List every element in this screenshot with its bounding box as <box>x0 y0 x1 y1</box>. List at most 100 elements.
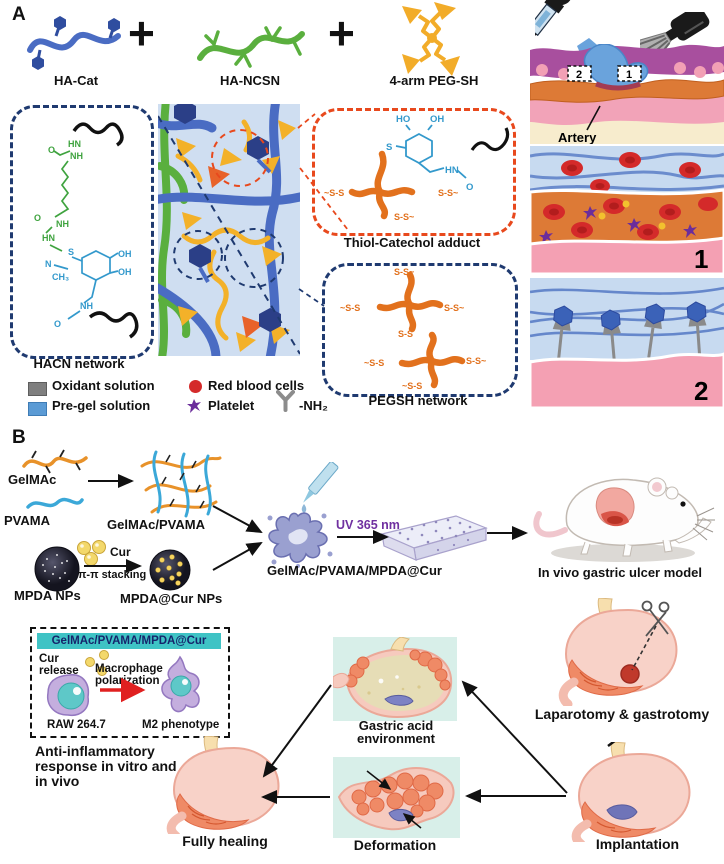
svg-text:OH: OH <box>118 249 132 259</box>
svg-text:NH: NH <box>56 219 69 229</box>
splat-droplets <box>267 513 333 568</box>
gastric-caption-2: environment <box>356 731 435 746</box>
cur-release-line1: Cur <box>39 653 59 665</box>
hacn-atoms: O HN NH O NH HN S N CH₃ OH OH NH O <box>34 139 132 329</box>
loaded-cur-dots <box>155 554 183 586</box>
peg-sh-label: 4-arm PEG-SH <box>389 73 479 88</box>
ha-cat-molecule <box>27 16 121 70</box>
svg-text:S: S <box>68 247 74 257</box>
hydrogel-splat <box>267 512 333 568</box>
scissors-icon <box>641 600 670 637</box>
tissue-zone-2: 2 <box>530 278 724 408</box>
pvama-label: PVAMA <box>4 513 50 528</box>
plus-sign-1: + <box>128 7 155 59</box>
svg-text:S-S~: S-S~ <box>394 212 414 222</box>
platelet-group <box>539 206 697 244</box>
thiol-catechol-structure: HO OH S HN O ~S-S S-S~ S-S~ <box>324 114 510 222</box>
hacn-blue-bonds <box>53 250 119 320</box>
cur-label: Cur <box>110 545 131 559</box>
slab-particles <box>398 518 472 552</box>
tissue-pink-layer-2 <box>530 352 724 408</box>
thiol-catechol-label: Thiol-Catechol adduct <box>343 235 481 250</box>
cur-release-line2: release <box>39 665 79 677</box>
panel-b-tag: B <box>12 427 26 448</box>
pegsh-ss-labels: S-S~ ~S-S S-S~ S-S ~S-S S-S~ ~S-S <box>340 267 486 391</box>
hydrogel-network-image <box>158 104 300 356</box>
svg-text:HN: HN <box>42 233 55 243</box>
hacn-network-box <box>10 105 154 359</box>
incision-line <box>631 625 657 671</box>
ha-cat-label: HA-Cat <box>53 73 99 88</box>
svg-text:S-S~: S-S~ <box>444 303 464 313</box>
peg-star-arms <box>348 150 416 220</box>
mucosa-band <box>568 659 644 696</box>
ulcer <box>620 664 640 684</box>
gelmac-pvama-label: GelMAc/PVAMA <box>107 517 205 532</box>
mouse-stomach <box>595 487 635 527</box>
duodenum <box>558 677 579 706</box>
mpda-cur-nanoparticle <box>149 549 191 591</box>
svg-text:~S-S: ~S-S <box>364 358 384 368</box>
nh2-icon <box>276 390 295 412</box>
pegsh-star-2 <box>398 331 466 389</box>
thiol-atoms: HO OH S HN O <box>386 114 473 193</box>
svg-text:HN: HN <box>445 165 459 176</box>
anchor-pins <box>552 301 707 364</box>
legend-platelet: Platelet <box>208 398 255 413</box>
svg-text:~S-S: ~S-S <box>340 303 360 313</box>
hydrogel-label: GelMAc/PVAMA/MPDA@Cur <box>267 563 442 578</box>
rbc-group-orange <box>543 197 718 240</box>
pvama-polymer <box>26 497 84 509</box>
gelmac-pvama-network <box>140 450 222 518</box>
pegsh-star-1 <box>376 271 444 333</box>
macrophage-line2: polarization <box>95 675 160 687</box>
released-cur-dots <box>85 650 109 676</box>
pregel-swatch <box>28 402 47 416</box>
tissue-surface-illustration: 2 1 Artery <box>530 44 724 144</box>
pegsh-network-box <box>322 263 518 397</box>
svg-text:O: O <box>34 213 41 223</box>
svg-text:NH: NH <box>70 151 83 161</box>
peg-arm-triangles <box>402 2 460 76</box>
navy-dashed-connector <box>298 288 325 307</box>
svg-text:O: O <box>48 145 55 155</box>
polymer-squiggle <box>470 127 510 152</box>
gel-patch <box>384 694 414 706</box>
anti-line2: response in vitro and <box>35 758 177 774</box>
svg-text:S: S <box>386 142 392 153</box>
oxidant-swatch <box>28 382 47 396</box>
whiskers <box>692 507 715 541</box>
svg-text:S-S~: S-S~ <box>438 188 458 198</box>
gastric-acid-image <box>333 637 457 721</box>
svg-text:HO: HO <box>396 114 410 125</box>
ha-ncsn-label: HA-NCSN <box>220 73 280 88</box>
hacn-green-bonds <box>45 150 71 252</box>
plus-sign-2: + <box>328 7 355 59</box>
mouse-caption: In vivo gastric ulcer model <box>538 565 702 580</box>
network-ticks <box>161 454 205 509</box>
mouse-tail <box>533 511 568 538</box>
zone-2-number: 2 <box>694 376 708 406</box>
mpda-cur-label: MPDA@Cur NPs <box>120 591 223 606</box>
cur-dots <box>598 200 666 230</box>
mouse-eye <box>680 501 686 507</box>
uv-label: UV 365 nm <box>336 518 400 532</box>
m2-cell <box>161 655 200 713</box>
deformation-image <box>333 757 460 838</box>
legend-pregel: Pre-gel solution <box>52 398 151 413</box>
rbc-group-blue <box>561 152 701 193</box>
healing-caption: Fully healing <box>182 833 268 849</box>
artery-label: Artery <box>558 130 597 144</box>
platelet-icon <box>187 399 201 413</box>
polymer-squiggle-bottom <box>88 311 139 339</box>
insertion-tick <box>607 742 616 747</box>
duodenum-stub <box>333 672 350 689</box>
legend-rbc: Red blood cells <box>208 378 305 393</box>
mouse-illustration <box>533 477 715 562</box>
wound-streak <box>595 81 641 91</box>
pipette-icon <box>301 462 339 513</box>
svg-text:~S-S: ~S-S <box>324 188 344 198</box>
anti-line3: in vivo <box>35 773 80 789</box>
methacrylate-ticks <box>31 449 81 474</box>
